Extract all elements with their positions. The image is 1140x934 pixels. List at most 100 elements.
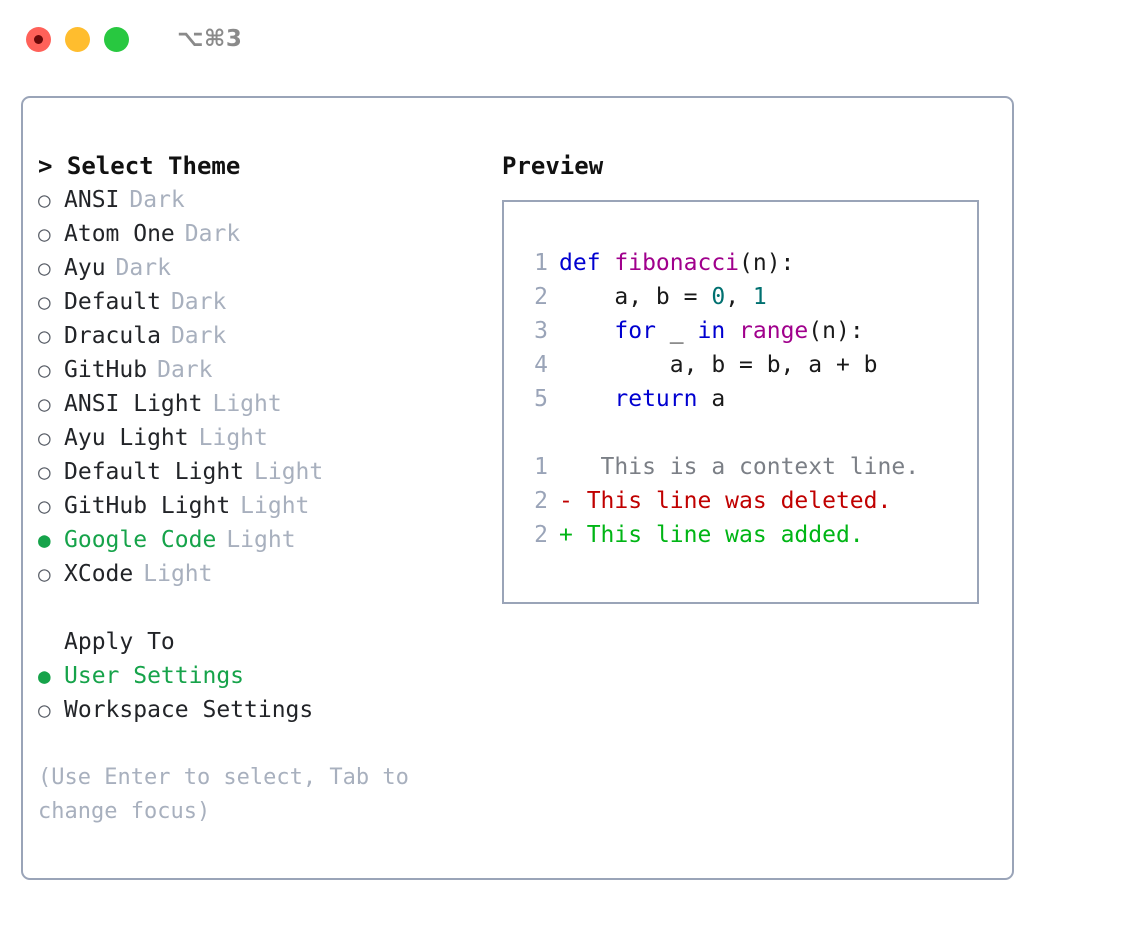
code-token-plain: (n): — [739, 250, 795, 276]
apply-to-option-name: User Settings — [64, 663, 245, 689]
radio-unselected-icon[interactable]: ○ — [38, 256, 51, 280]
maximize-button[interactable] — [104, 26, 129, 52]
radio-unselected-icon[interactable]: ○ — [38, 392, 51, 416]
radio-unselected-icon[interactable]: ○ — [38, 290, 51, 314]
diff-line: 1 This is a context line. — [520, 450, 977, 484]
code-token-kw: return — [614, 386, 698, 412]
theme-option-variant-tag: Dark — [184, 221, 241, 247]
theme-option-name: Atom One — [64, 221, 175, 247]
diff-marker — [559, 450, 573, 484]
code-line: 1 def fibonacci(n): — [520, 246, 977, 280]
line-number: 3 — [534, 318, 548, 344]
keyboard-hint-text: (Use Enter to select, Tab to change focu… — [38, 765, 423, 824]
code-token-plain — [559, 314, 614, 348]
code-token-fn: range — [739, 318, 809, 344]
line-number: 1 — [534, 250, 548, 276]
apply-to-option-name: Workspace Settings — [64, 697, 314, 723]
code-token-kw: for — [614, 318, 656, 344]
theme-option-row[interactable]: ○ Ayu Dark — [38, 251, 498, 285]
diff-sample: 1 This is a context line.2- This line wa… — [520, 450, 977, 552]
theme-option-variant-tag: Light — [143, 561, 213, 587]
radio-unselected-icon[interactable]: ○ — [38, 494, 51, 518]
line-number: 1 — [534, 454, 548, 480]
theme-option-name: Default Light — [64, 459, 245, 485]
radio-unselected-icon[interactable]: ○ — [38, 460, 51, 484]
traffic-lights — [26, 26, 129, 52]
section-spacer — [38, 591, 498, 625]
code-token-plain: , — [725, 284, 753, 310]
diff-line: 2- This line was deleted. — [520, 484, 977, 518]
select-theme-title: > Select Theme — [38, 152, 241, 180]
theme-option-variant-tag: Light — [254, 459, 324, 485]
code-token-plain: a, b = b, a + b — [559, 352, 878, 378]
radio-unselected-icon[interactable]: ○ — [38, 188, 51, 212]
code-line: 2 a, b = 0, 1 — [520, 280, 977, 314]
code-token-fn: fibonacci — [614, 250, 740, 276]
minimize-button[interactable] — [65, 26, 90, 52]
radio-unselected-icon[interactable]: ○ — [38, 222, 51, 246]
radio-selected-icon[interactable]: ● — [38, 664, 51, 688]
code-token-kw: def — [559, 250, 615, 276]
code-token-plain: _ — [655, 318, 698, 344]
theme-option-row[interactable]: ○ Dracula Dark — [38, 319, 498, 353]
radio-unselected-icon[interactable]: ○ — [38, 358, 51, 382]
line-number: 2 — [534, 522, 548, 548]
theme-option-row[interactable]: ○ ANSI Light Light — [38, 387, 498, 421]
diff-line-text: This line was added. — [572, 522, 864, 548]
theme-option-variant-tag: Light — [226, 527, 296, 553]
diff-line-text: This is a context line. — [572, 454, 920, 480]
theme-option-variant-tag: Light — [240, 493, 310, 519]
theme-option-row[interactable]: ○ Default Dark — [38, 285, 498, 319]
diff-line: 2 + This line was added. — [520, 518, 977, 552]
theme-option-name: ANSI Light — [64, 391, 203, 417]
theme-option-variant-tag: Light — [212, 391, 282, 417]
radio-unselected-icon[interactable]: ○ — [38, 324, 51, 348]
theme-option-row[interactable]: ● Google Code Light — [38, 523, 498, 557]
code-token-plain — [725, 314, 739, 348]
theme-option-variant-tag: Dark — [115, 255, 171, 281]
code-line: 5 return a — [520, 382, 977, 416]
theme-option-row[interactable]: ○ Atom One Dark — [38, 217, 498, 251]
radio-unselected-icon[interactable]: ○ — [38, 562, 51, 586]
theme-option-name: Ayu Light — [64, 425, 189, 451]
diff-line-text: This line was deleted. — [572, 488, 892, 514]
code-token-num: 0 — [711, 284, 726, 310]
apply-to-option-row[interactable]: ● User Settings — [38, 659, 498, 693]
diff-marker: + — [559, 522, 573, 548]
code-line: 3 for _ in range(n): — [520, 314, 977, 348]
radio-selected-icon[interactable]: ● — [38, 528, 51, 552]
close-button[interactable] — [26, 26, 51, 52]
theme-option-name: Google Code — [64, 527, 217, 553]
theme-option-row[interactable]: ○ Ayu Light Light — [38, 421, 498, 455]
theme-option-name: Ayu — [64, 255, 106, 281]
code-token-plain — [559, 382, 614, 416]
preview-title: Preview — [502, 152, 604, 180]
theme-option-row[interactable]: ○ GitHub Light Light — [38, 489, 498, 523]
theme-option-variant-tag: Dark — [170, 289, 227, 315]
theme-option-variant-tag: Light — [198, 425, 268, 451]
radio-unselected-icon[interactable]: ○ — [38, 698, 51, 722]
code-token-plain: (n): — [808, 318, 864, 344]
theme-option-name: GitHub Light — [64, 493, 231, 519]
line-number: 4 — [534, 352, 548, 378]
apply-to-option-row[interactable]: ○ Workspace Settings — [38, 693, 498, 727]
theme-option-row[interactable]: ○ Default Light Light — [38, 455, 498, 489]
code-token-plain: a — [697, 386, 726, 412]
theme-option-variant-tag: Dark — [170, 323, 227, 349]
theme-option-variant-tag: Dark — [157, 357, 213, 383]
keyboard-shortcut-label: ⌥⌘3 — [177, 26, 243, 52]
theme-option-name: Default — [64, 289, 161, 315]
theme-option-name: Dracula — [64, 323, 161, 349]
line-number: 2 — [534, 488, 548, 514]
radio-unselected-icon[interactable]: ○ — [38, 426, 51, 450]
code-diff-separator — [520, 416, 977, 450]
